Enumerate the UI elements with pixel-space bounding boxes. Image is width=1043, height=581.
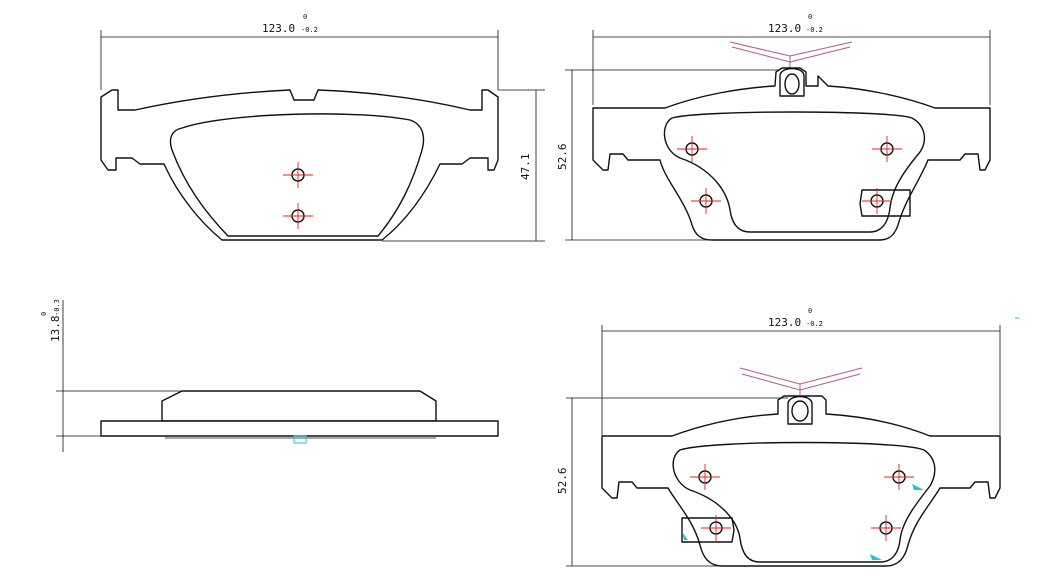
front-width-upper-tolerance: 0 xyxy=(303,13,307,21)
back-top-width-value: 123.0 xyxy=(768,22,801,35)
side-sensor-stub xyxy=(293,435,307,444)
side-backing-plate xyxy=(100,420,499,437)
back-top-sensor-tab xyxy=(859,189,911,217)
front-view: 123.0 0 -0.2 47.1 xyxy=(100,13,545,242)
side-thickness-upper-tolerance: 0 xyxy=(40,312,48,316)
side-thickness-value: 13.8 xyxy=(49,316,62,343)
front-hole-2 xyxy=(283,203,313,229)
back-bottom-hole-4 xyxy=(871,515,901,541)
back-bottom-width-lower-tolerance: -0.2 xyxy=(806,320,823,328)
back-bottom-inner-recess xyxy=(672,441,936,563)
back-bottom-hole-3 xyxy=(701,515,731,541)
back-top-hole-3 xyxy=(691,188,721,214)
back-top-width-lower-tolerance: -0.2 xyxy=(806,26,823,34)
front-height-value: 47.1 xyxy=(519,154,532,181)
back-bottom-hole-2 xyxy=(884,464,914,490)
back-bottom-width-value: 123.0 xyxy=(768,316,801,329)
back-bottom-hole-1 xyxy=(690,464,720,490)
back-top-ear-hole xyxy=(784,73,800,95)
marker-triangle-1 xyxy=(682,532,688,540)
side-thickness-lower-tolerance: -0.3 xyxy=(53,299,61,316)
back-top-height-value: 52.6 xyxy=(556,144,569,171)
front-backing-plate xyxy=(100,89,499,241)
back-top-width-upper-tolerance: 0 xyxy=(808,13,812,21)
marker-triangle-2 xyxy=(912,484,924,490)
back-bottom-sensor-tab xyxy=(681,517,735,543)
back-top-hole-1 xyxy=(677,136,707,162)
back-bottom-backing-plate xyxy=(601,395,1001,567)
front-width-value: 123.0 xyxy=(262,22,295,35)
back-bottom-clip-ear xyxy=(787,395,813,425)
back-top-inner-recess xyxy=(663,111,926,233)
back-top-clip-ear xyxy=(779,67,805,97)
front-width-lower-tolerance: -0.2 xyxy=(301,26,318,34)
back-bottom-width-upper-tolerance: 0 xyxy=(808,307,812,315)
back-top-wear-clip xyxy=(729,41,853,70)
marker-triangle-3 xyxy=(870,554,882,560)
back-view-bottom: 123.0 0 -0.2 xyxy=(556,307,1019,567)
back-bottom-wear-clip xyxy=(739,367,863,398)
front-hole-1 xyxy=(283,162,313,188)
side-friction-block xyxy=(161,390,437,422)
front-friction-material xyxy=(169,113,425,237)
back-top-hole-2 xyxy=(872,136,902,162)
back-bottom-height-value: 52.6 xyxy=(556,468,569,495)
side-view: 13.8 0 -0.3 xyxy=(40,299,499,452)
back-top-hole-4 xyxy=(862,188,892,214)
back-bottom-ear-hole xyxy=(791,400,809,422)
back-view-top: 123.0 0 -0.2 xyxy=(556,13,991,241)
